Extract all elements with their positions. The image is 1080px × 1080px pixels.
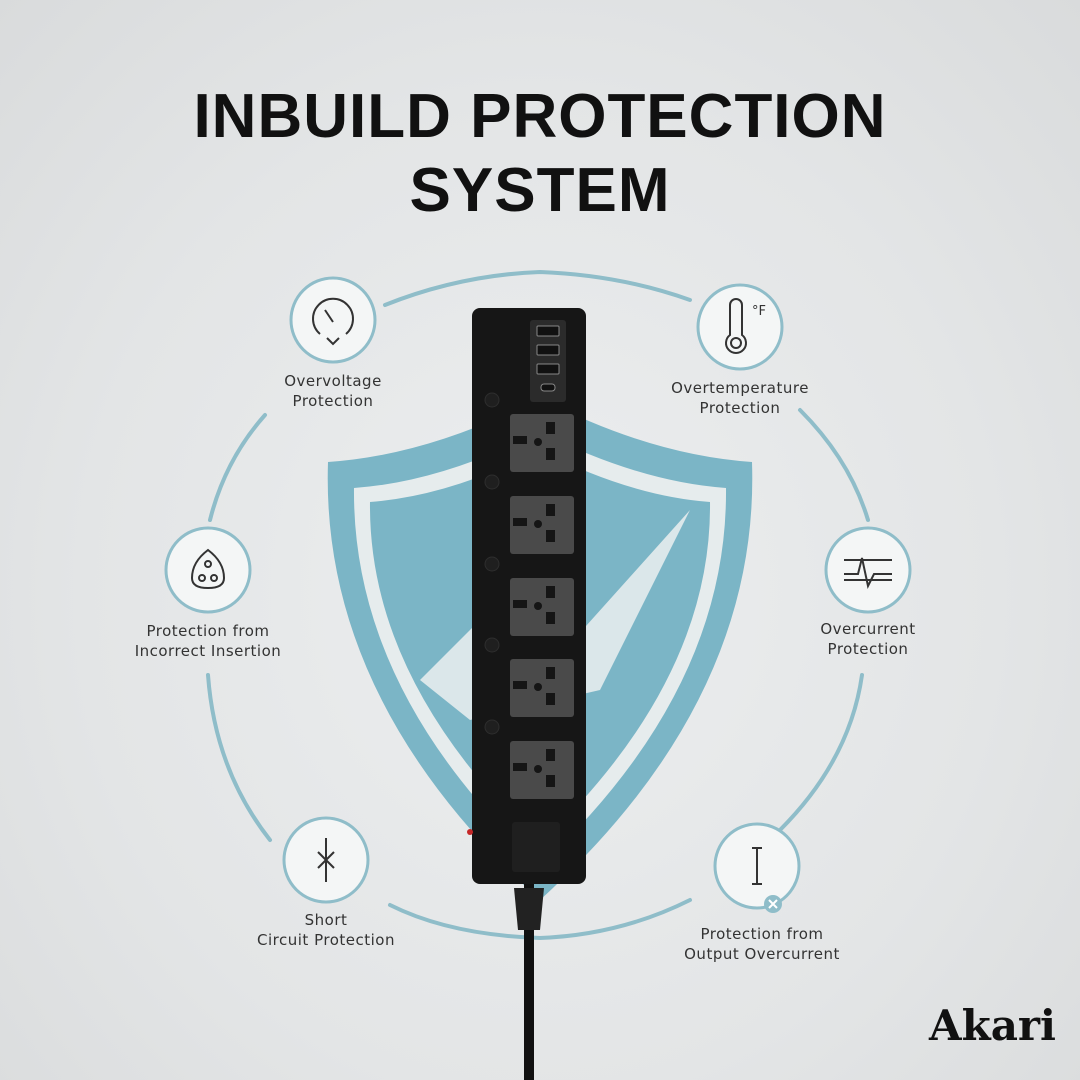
socket-pin [534,438,542,446]
socket-pin [534,765,542,773]
socket-switch-1 [484,392,500,408]
socket-5 [510,741,574,799]
short-circuit-badge [282,816,370,904]
socket-pin [513,600,527,608]
title-line-2: SYSTEM [409,155,671,225]
thermometer-icon [725,298,747,354]
power-strip [467,308,586,1080]
socket-pin [534,520,542,528]
feature-ring [206,269,870,941]
socket-pin [546,504,555,516]
socket-pin [534,683,542,691]
socket-pin [513,681,527,689]
socket-pin [546,586,555,598]
socket-switch-2 [484,474,500,490]
socket-pin [513,763,527,771]
socket-pin [546,530,555,542]
overcurrent-badge [824,526,912,614]
brand-logo: Akari [929,1001,1056,1050]
thermometer-unit-label: °F [752,304,766,319]
page-title: INBUILD PROTECTION SYSTEM [0,80,1080,228]
socket-pin [546,422,555,434]
title-line-1: INBUILD PROTECTION [193,81,887,151]
socket-switch-5 [484,719,500,735]
overvoltage-badge [289,276,377,364]
socket-1 [510,414,574,472]
socket-4 [510,659,574,717]
socket-switch-4 [484,637,500,653]
current-x-icon [752,847,762,885]
socket-pin [546,749,555,761]
socket-pin [546,667,555,679]
socket-pin [534,602,542,610]
socket-pin [546,448,555,460]
waveform-icon [844,557,892,589]
socket-switch-3 [484,556,500,572]
gauge-icon [312,297,354,346]
plug-socket-icon [190,548,226,590]
overtemperature-badge: °F [696,283,784,371]
socket-pin [513,518,527,526]
short-circuit-icon [317,838,335,882]
socket-2 [510,496,574,554]
socket-3 [510,578,574,636]
output-overcurrent-badge [713,822,801,913]
socket-pin [546,612,555,624]
socket-pin [546,775,555,787]
socket-pin [546,693,555,705]
socket-pin [513,436,527,444]
incorrect-insertion-badge [164,526,252,614]
